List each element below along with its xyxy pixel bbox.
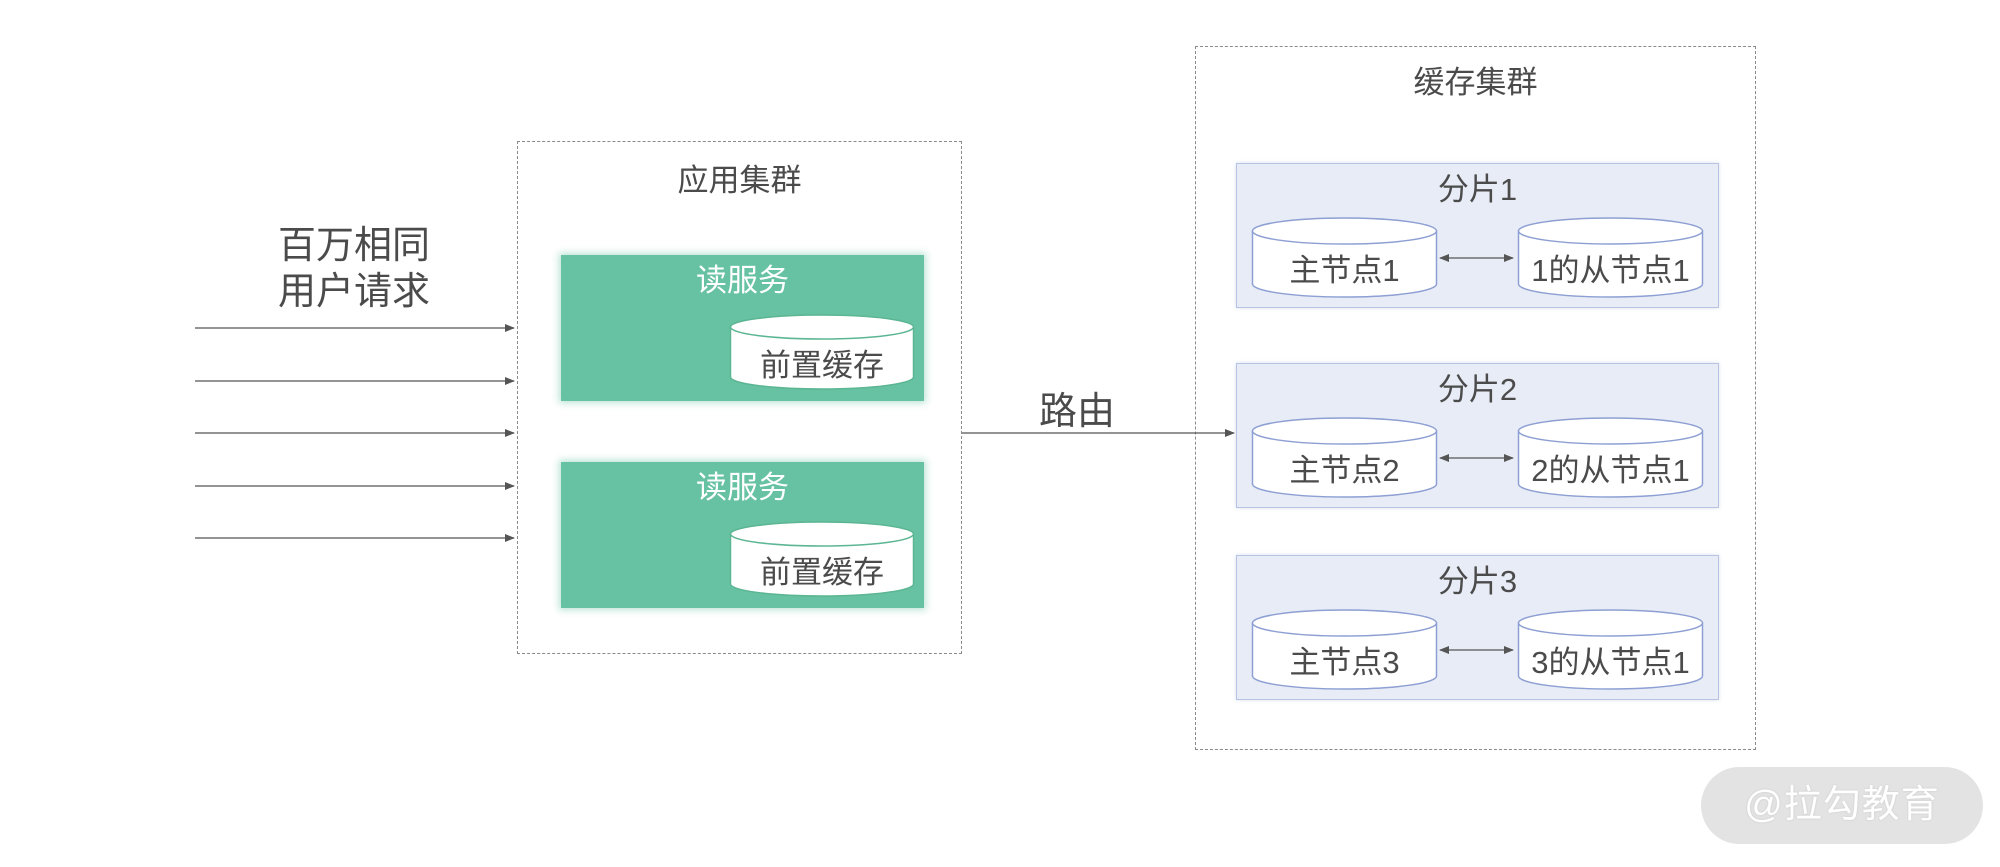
replica-node-label: 1的从节点1 [1531, 253, 1690, 288]
cylinder-shape [1251, 609, 1438, 690]
cylinder-shape [1517, 217, 1704, 298]
request-label-line1: 百万相同 [277, 225, 430, 267]
cylinder-shape [729, 314, 915, 390]
replica-node-label: 3的从节点1 [1531, 645, 1690, 680]
request-label: 百万相同 用户请求 [254, 223, 454, 315]
cylinder-shape [729, 521, 915, 597]
replica-node-label: 2的从节点1 [1531, 453, 1690, 488]
cylinder-shape [1251, 417, 1438, 498]
replica-node-cylinder: 3的从节点1 [1517, 609, 1704, 691]
shard-3: 分片3 主节点3 3的从节点1 [1236, 555, 1719, 700]
primary-node-label: 主节点2 [1289, 453, 1400, 488]
cylinder-shape [1517, 417, 1704, 498]
shard-2: 分片2 主节点2 2的从节点1 [1236, 363, 1719, 508]
primary-node-label: 主节点3 [1289, 645, 1400, 680]
front-cache-label: 前置缓存 [760, 555, 884, 590]
route-label: 路由 [1038, 391, 1115, 433]
primary-node-cylinder: 主节点1 [1251, 217, 1438, 299]
shard-1: 分片1 主节点1 1的从节点1 [1236, 163, 1719, 308]
read-service-1: 读服务 前置缓存 [561, 255, 924, 401]
shard-label: 分片2 [1437, 372, 1518, 407]
primary-node-cylinder: 主节点3 [1251, 609, 1438, 691]
cylinder-shape [1517, 609, 1704, 690]
read-service-label: 读服务 [696, 263, 789, 298]
cache-cluster: 缓存集群 分片1 主节点1 1的从节点1 分片2 主节点2 [1195, 46, 1756, 750]
read-service-2: 读服务 前置缓存 [561, 462, 924, 608]
watermark: @拉勾教育 [1701, 767, 1983, 844]
cache-cluster-title: 缓存集群 [1413, 65, 1538, 100]
cylinder-shape [1251, 217, 1438, 298]
front-cache-cylinder: 前置缓存 [729, 314, 915, 392]
primary-node-cylinder: 主节点2 [1251, 417, 1438, 499]
primary-node-label: 主节点1 [1289, 253, 1400, 288]
app-cluster-title: 应用集群 [677, 163, 802, 198]
front-cache-label: 前置缓存 [760, 348, 884, 383]
replica-node-cylinder: 1的从节点1 [1517, 217, 1704, 299]
app-cluster: 应用集群 读服务 前置缓存 读服务 前置缓存 [517, 141, 962, 654]
shard-label: 分片1 [1437, 172, 1518, 207]
shard-label: 分片3 [1437, 564, 1518, 599]
front-cache-cylinder: 前置缓存 [729, 521, 915, 599]
replica-node-cylinder: 2的从节点1 [1517, 417, 1704, 499]
read-service-label: 读服务 [696, 470, 789, 505]
request-label-line2: 用户请求 [277, 271, 430, 313]
